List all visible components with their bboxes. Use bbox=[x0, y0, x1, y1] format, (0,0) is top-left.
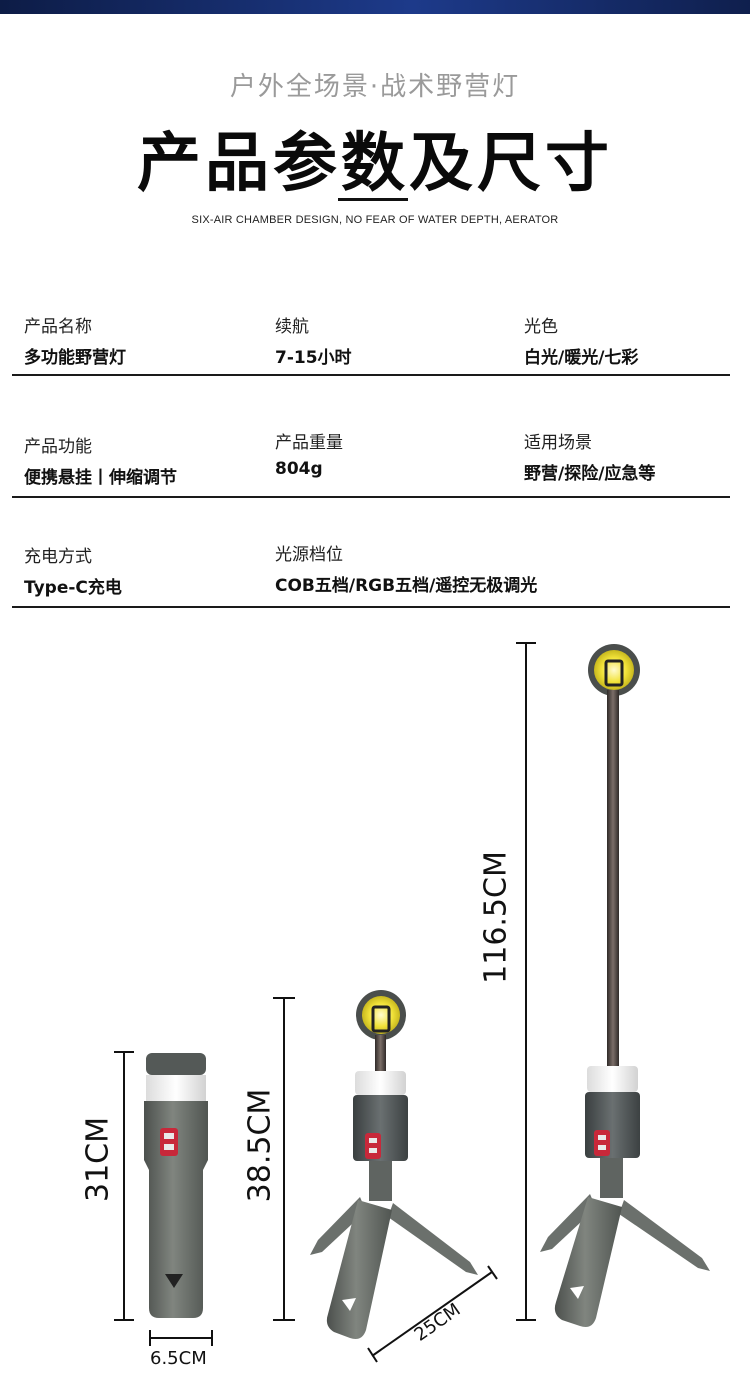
spec-value: 7-15小时 bbox=[275, 348, 352, 368]
spec-label: 产品名称 bbox=[24, 317, 92, 337]
spec-label: 充电方式 bbox=[24, 547, 92, 567]
dimension-folded-height: 31CM bbox=[80, 1117, 116, 1203]
spec-function: 产品功能 便携悬挂丨伸缩调节 bbox=[24, 432, 177, 488]
spec-value: 804g bbox=[275, 459, 323, 479]
spec-charging: 充电方式 Type-C充电 bbox=[24, 542, 122, 598]
spec-value: 多功能野营灯 bbox=[24, 348, 126, 368]
product-illustrations bbox=[114, 642, 710, 1363]
spec-light-modes: 光源档位 COB五档/RGB五档/遥控无极调光 bbox=[275, 540, 537, 596]
spec-product-name: 产品名称 多功能野营灯 bbox=[24, 312, 126, 368]
spec-row-2: 产品功能 便携悬挂丨伸缩调节 产品重量 804g 适用场景 野营/探险/应急等 bbox=[12, 376, 730, 498]
spec-label: 产品功能 bbox=[24, 437, 92, 457]
spec-label: 光色 bbox=[524, 317, 558, 337]
top-accent-bar bbox=[0, 0, 750, 14]
spec-label: 光源档位 bbox=[275, 545, 343, 565]
spec-light-color: 光色 白光/暖光/七彩 bbox=[524, 312, 638, 368]
spec-value: Type-C充电 bbox=[24, 578, 122, 598]
spec-row-3: 充电方式 Type-C充电 光源档位 COB五档/RGB五档/遥控无极调光 bbox=[12, 498, 730, 608]
spec-label: 产品重量 bbox=[275, 433, 343, 453]
spec-battery-life: 续航 7-15小时 bbox=[275, 312, 352, 368]
extended-lamp bbox=[516, 642, 710, 1327]
spec-weight: 产品重量 804g bbox=[275, 428, 343, 479]
spec-scenarios: 适用场景 野营/探险/应急等 bbox=[524, 428, 655, 484]
spec-label: 续航 bbox=[275, 317, 309, 337]
spec-row-1: 产品名称 多功能野营灯 续航 7-15小时 光色 白光/暖光/七彩 bbox=[12, 300, 730, 376]
page-title: 产品参数及尺寸 bbox=[137, 127, 613, 201]
spec-value: 白光/暖光/七彩 bbox=[524, 348, 639, 368]
page-subtitle: 户外全场景·战术野营灯 bbox=[229, 72, 521, 102]
spec-label: 适用场景 bbox=[524, 433, 592, 453]
title-underline bbox=[338, 198, 408, 201]
dimension-tripod-height: 38.5CM bbox=[242, 1088, 278, 1203]
spec-value: 便携悬挂丨伸缩调节 bbox=[24, 468, 177, 488]
spec-value: 野营/探险/应急等 bbox=[524, 464, 656, 484]
dimension-folded-width: 6.5CM bbox=[150, 1348, 207, 1369]
tripod-lamp bbox=[273, 990, 498, 1363]
dimension-extended-height: 116.5CM bbox=[478, 851, 514, 984]
spec-value: COB五档/RGB五档/遥控无极调光 bbox=[275, 576, 538, 596]
folded-lamp bbox=[114, 1051, 213, 1346]
english-subtitle: SIX-AIR CHAMBER DESIGN, NO FEAR OF WATER… bbox=[191, 214, 559, 226]
